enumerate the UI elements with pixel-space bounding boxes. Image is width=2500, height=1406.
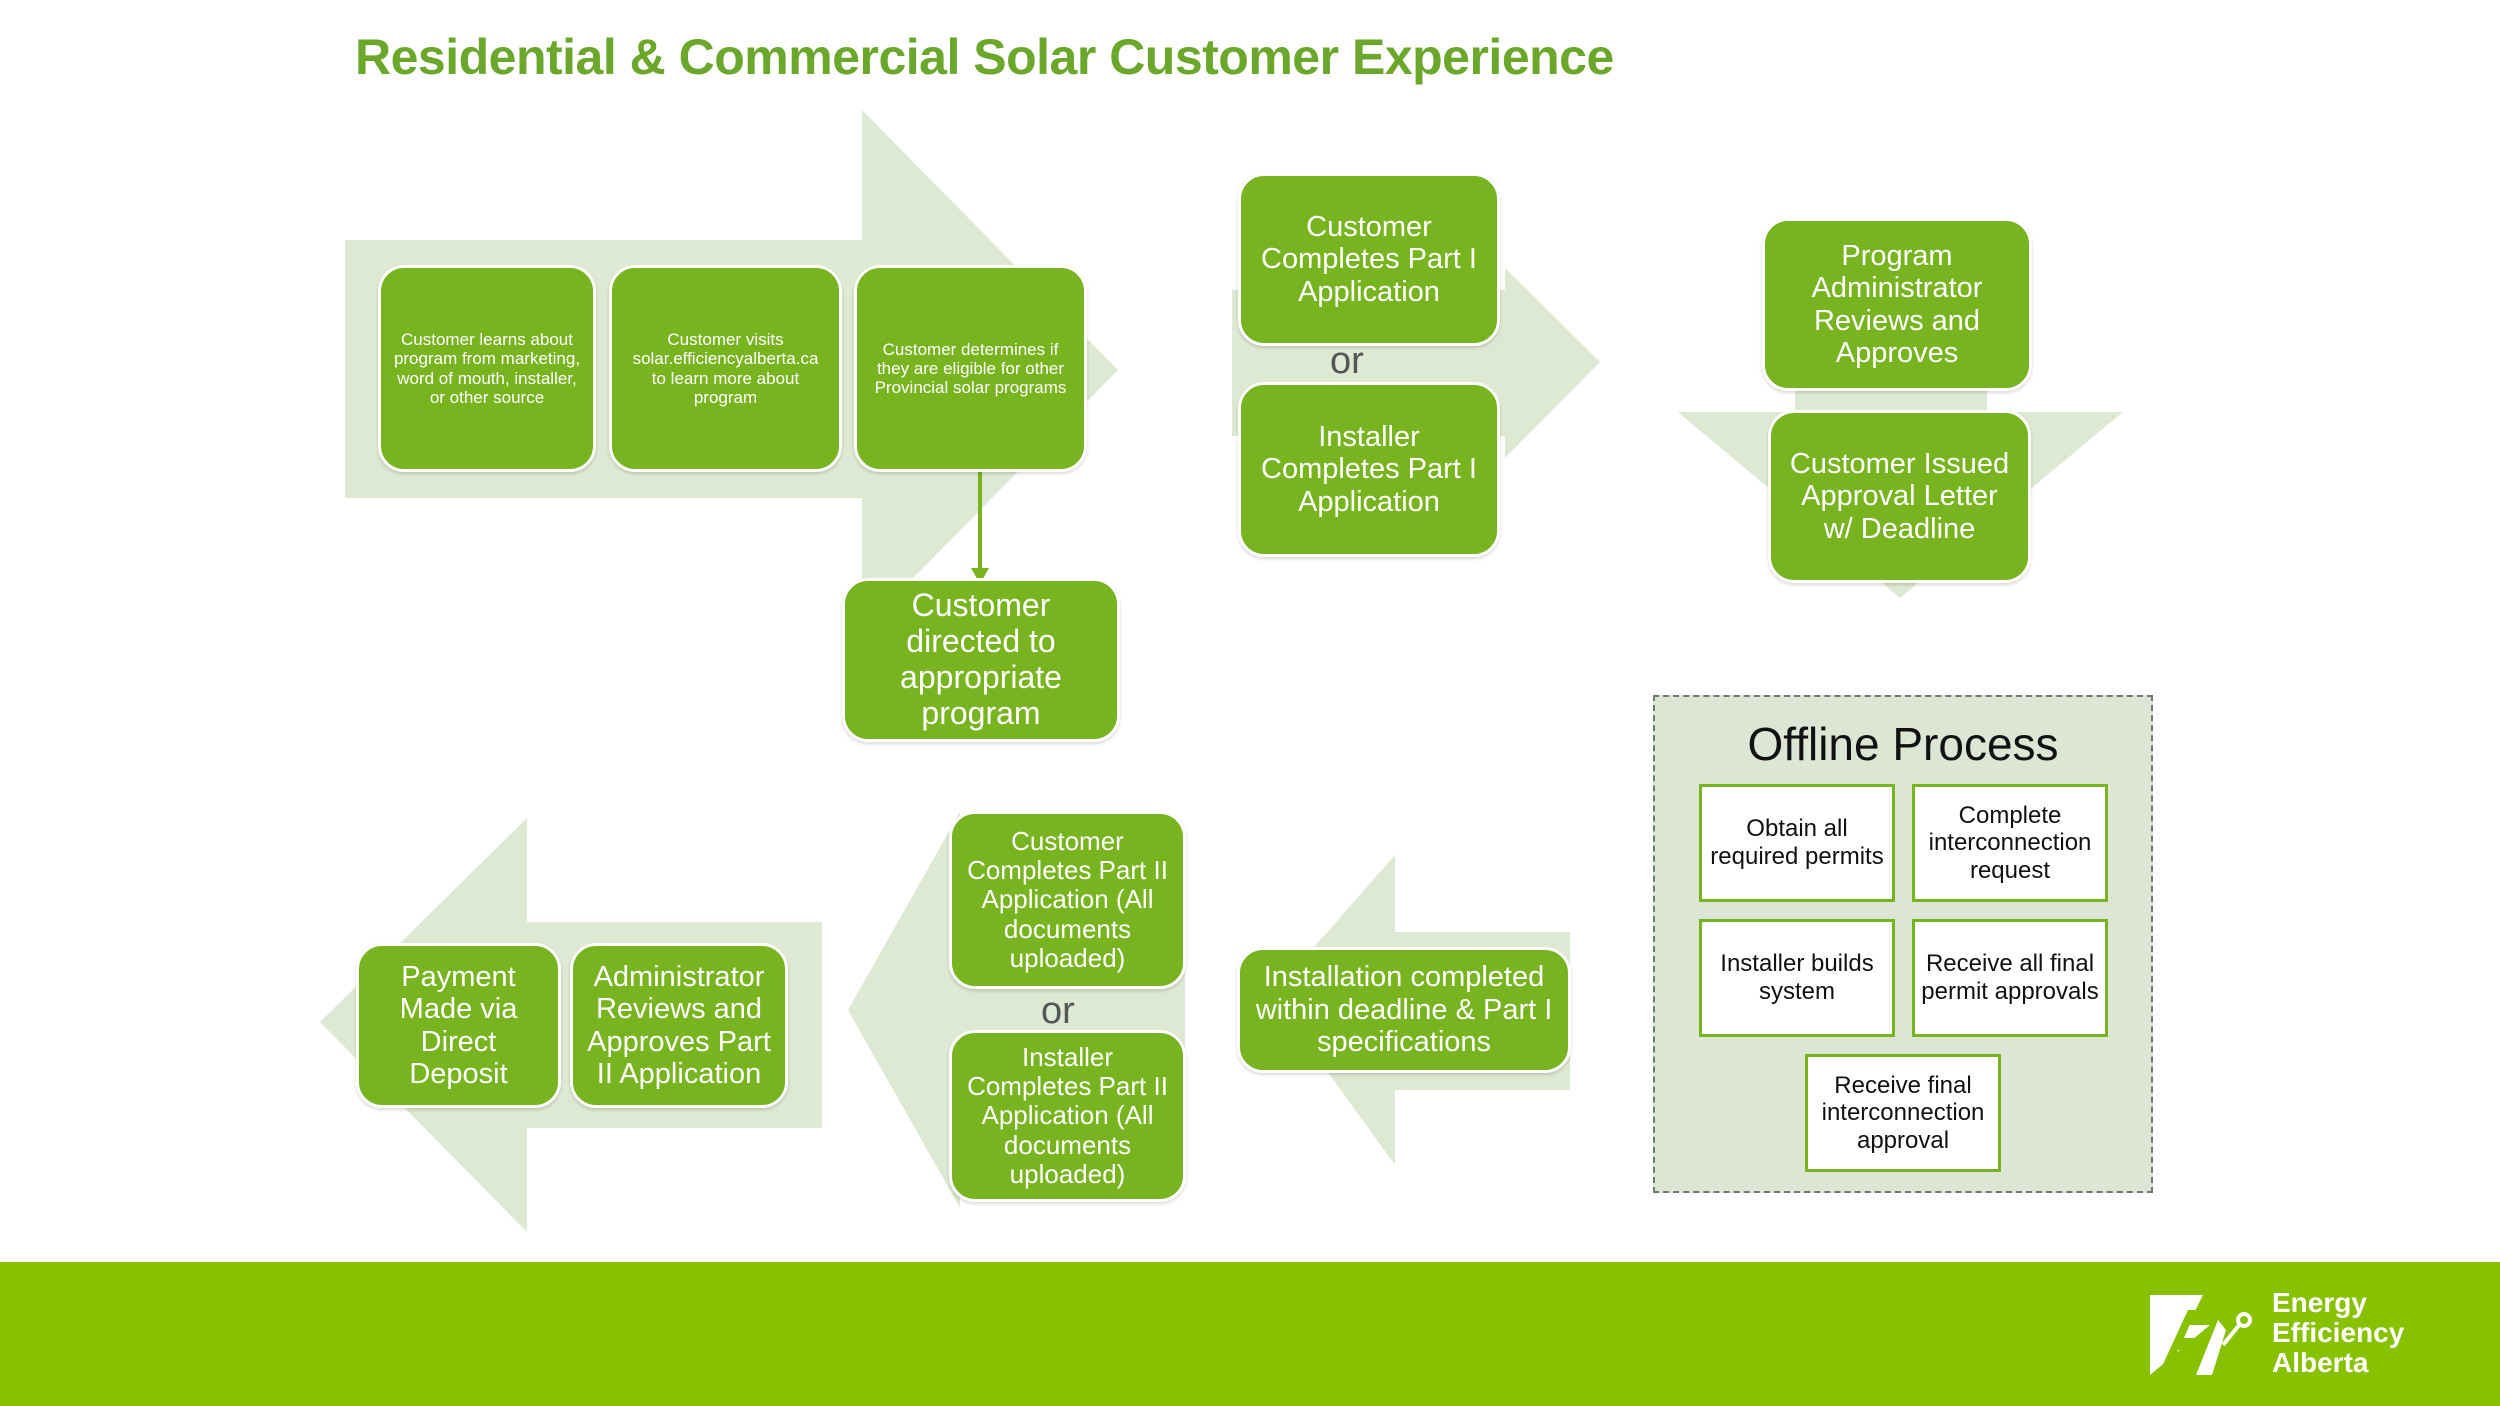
step-installer-part2-box: Installer Completes Part II Application … bbox=[949, 1030, 1186, 1202]
step-installer-part1-box: Installer Completes Part I Application bbox=[1238, 382, 1500, 557]
step-customer-part2-box: Customer Completes Part II Application (… bbox=[949, 811, 1186, 989]
page-title: Residential & Commercial Solar Customer … bbox=[355, 29, 1614, 85]
connector-arrowhead bbox=[971, 568, 989, 584]
step-admin-part2-box: Administrator Reviews and Approves Part … bbox=[570, 943, 788, 1108]
logo-line-2: Efficiency bbox=[2272, 1317, 2405, 1349]
step-visit-box: Customer visits solar.efficiencyalberta.… bbox=[609, 265, 842, 472]
step-approval-letter-box: Customer Issued Approval Letter w/ Deadl… bbox=[1768, 410, 2031, 583]
offline-item-interconnection-request: Complete interconnection request bbox=[1912, 784, 2108, 902]
step-admin-review-box: Program Administrator Reviews and Approv… bbox=[1762, 218, 2032, 391]
step-payment-box: Payment Made via Direct Deposit bbox=[356, 943, 561, 1108]
offline-item-permit-approvals: Receive all final permit approvals bbox=[1912, 919, 2108, 1037]
offline-process-panel: Offline Process Obtain all required perm… bbox=[1653, 695, 2153, 1193]
step-determine-box: Customer determines if they are eligible… bbox=[854, 265, 1087, 472]
offline-item-permits: Obtain all required permits bbox=[1699, 784, 1895, 902]
step-directed-box: Customer directed to appropriate program bbox=[842, 578, 1120, 742]
logo-text: Energy Efficiency Alberta bbox=[2272, 1287, 2405, 1379]
offline-item-installer-builds: Installer builds system bbox=[1699, 919, 1895, 1037]
offline-process-title: Offline Process bbox=[1747, 718, 2059, 770]
step-learn-box: Customer learns about program from marke… bbox=[378, 265, 596, 472]
footer-bar bbox=[0, 1262, 2500, 1406]
logo-line-3: Alberta bbox=[2272, 1347, 2369, 1379]
step-customer-part1-box: Customer Completes Part I Application bbox=[1238, 173, 1500, 346]
or-label-top: or bbox=[1330, 340, 1364, 382]
step-installation-box: Installation completed within deadline &… bbox=[1237, 947, 1571, 1073]
offline-item-interconnection-approval: Receive final interconnection approval bbox=[1805, 1054, 2001, 1172]
logo-line-1: Energy bbox=[2272, 1287, 2367, 1318]
energy-efficiency-alberta-logo bbox=[2150, 1295, 2252, 1375]
or-label-bottom: or bbox=[1041, 990, 1075, 1032]
